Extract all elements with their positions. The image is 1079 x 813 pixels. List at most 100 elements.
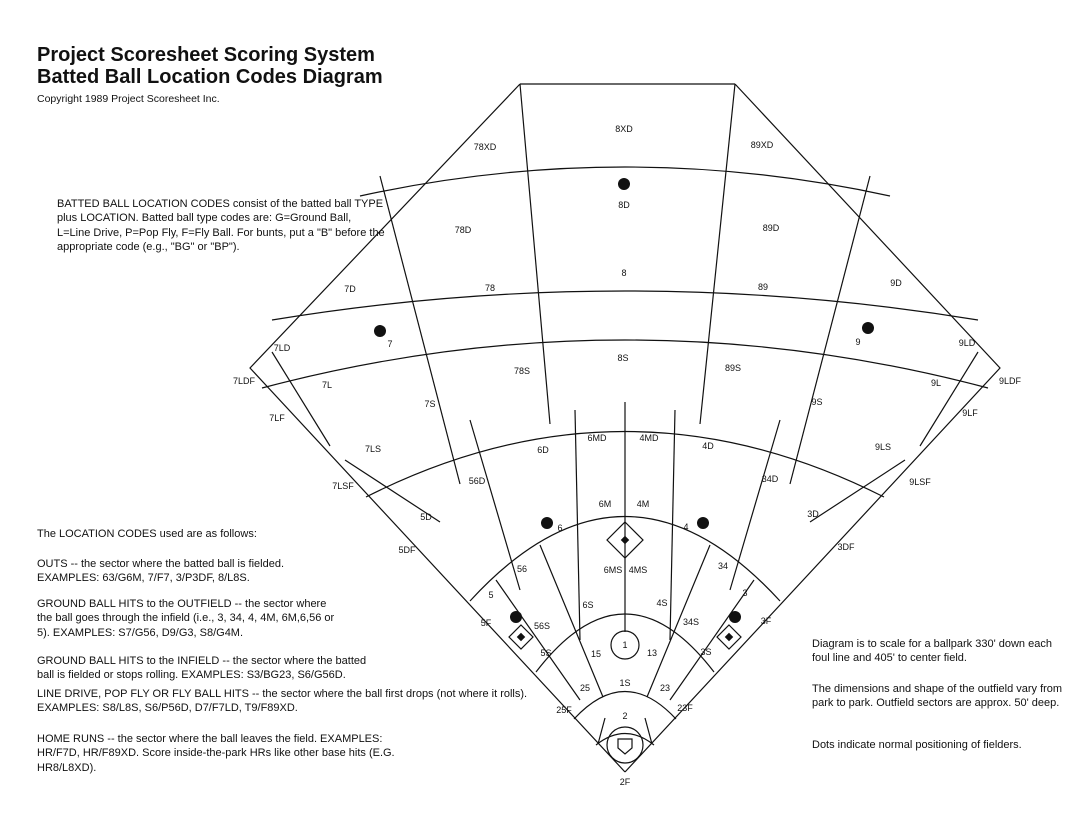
- zone-label: 6: [557, 523, 562, 533]
- div-5-56: [495, 579, 581, 701]
- zone-label: 5: [488, 590, 493, 600]
- arc-shallow: [261, 339, 989, 389]
- arc-catcher-area: [595, 733, 655, 746]
- div-3D-9LS: [809, 459, 906, 523]
- zone-label: 7LSF: [332, 481, 354, 491]
- zone-label: 6D: [537, 445, 549, 455]
- zone-label: 78XD: [474, 142, 497, 152]
- zone-label: 7LDF: [233, 376, 256, 386]
- arc-home-area: [573, 690, 677, 720]
- legend-home-runs: HOME RUNS -- the sector where the ball l…: [37, 733, 395, 774]
- zone-label: 9D: [890, 278, 902, 288]
- zone-label: 7LF: [269, 413, 285, 423]
- zone-label: 34D: [762, 474, 779, 484]
- zone-label: 78: [485, 283, 495, 293]
- zone-label: 9: [855, 337, 860, 347]
- zone-label: 4S: [656, 598, 667, 608]
- zone-label: 6MD: [587, 433, 607, 443]
- div-15-1S: [597, 717, 606, 745]
- zone-label: 56D: [469, 476, 486, 486]
- zone-label: 5DF: [398, 545, 416, 555]
- zone-label: 56: [517, 564, 527, 574]
- second-base-marker: [620, 535, 630, 545]
- note-dimensions: The dimensions and shape of the outfield…: [812, 683, 1063, 710]
- zone-label: 4: [683, 522, 688, 532]
- zone-label: 2F: [620, 777, 631, 787]
- home-plate-circle: [606, 726, 644, 764]
- zone-label: 7D: [344, 284, 356, 294]
- legend-line-drive: LINE DRIVE, POP FLY OR FLY BALL HITS -- …: [37, 688, 528, 715]
- zone-label: 9S: [811, 397, 822, 407]
- zone-label: 5F: [481, 618, 492, 628]
- fielder-dot-cf: [618, 178, 630, 190]
- pitchers-mound: [610, 630, 640, 660]
- intro-text: BATTED BALL LOCATION CODES consist of th…: [57, 198, 385, 254]
- zone-label: 25: [580, 683, 590, 693]
- zone-label: 4MD: [639, 433, 659, 443]
- div-4D-34D: [729, 419, 781, 591]
- zone-label: 7LS: [365, 444, 381, 454]
- arc-deep: [359, 166, 891, 197]
- zone-label: 1S: [619, 678, 630, 688]
- fielder-dot-ss: [541, 517, 553, 529]
- div-89-9b: [789, 175, 871, 485]
- zone-label: 7S: [424, 399, 435, 409]
- legend-outs: OUTS -- the sector where the batted ball…: [37, 558, 285, 585]
- third-base-marker: [516, 632, 526, 642]
- fielder-dot-rf: [862, 322, 874, 334]
- div-89-9: [699, 83, 736, 425]
- third-base-diamond: [508, 624, 534, 650]
- copyright-notice: Copyright 1989 Project Scoresheet Inc.: [37, 93, 220, 105]
- zone-label: 9LS: [875, 442, 891, 452]
- div-5D-7LS: [344, 459, 441, 523]
- div-6D-56D: [469, 419, 521, 591]
- fielder-dot-lf: [374, 325, 386, 337]
- note-scale: Diagram is to scale for a ballpark 330' …: [812, 638, 1052, 665]
- fielder-dot-3b: [510, 611, 522, 623]
- zone-label: 9LD: [959, 338, 976, 348]
- zone-label: 3D: [807, 509, 819, 519]
- second-base-diamond: [606, 521, 644, 559]
- div-4-4M: [669, 409, 676, 641]
- zone-label: 15: [591, 649, 601, 659]
- zone-label: 4D: [702, 441, 714, 451]
- zone-label: 7: [387, 339, 392, 349]
- zone-label: 89S: [725, 363, 741, 373]
- arc-normal: [271, 290, 979, 321]
- div-3-34: [669, 579, 755, 701]
- left-foul-line: [249, 83, 626, 773]
- div-34-4: [646, 544, 711, 698]
- fielder-dot-1b: [729, 611, 741, 623]
- legend-ground-outfield: GROUND BALL HITS to the OUTFIELD -- the …: [37, 598, 335, 639]
- div-78-7: [379, 175, 461, 485]
- zone-label: 23F: [677, 703, 693, 713]
- zone-label: 78S: [514, 366, 530, 376]
- first-base-marker: [724, 632, 734, 642]
- first-base-diamond: [716, 624, 742, 650]
- div-7-78: [519, 83, 551, 425]
- zone-label: 3F: [761, 616, 772, 626]
- zone-label: 4M: [637, 499, 650, 509]
- zone-label: 3DF: [837, 542, 855, 552]
- zone-label: 5D: [420, 512, 432, 522]
- zone-label: 78D: [455, 225, 472, 235]
- right-foul-line: [624, 83, 1001, 773]
- div-9-9L: [919, 351, 979, 447]
- legend-ground-infield: GROUND BALL HITS to the INFIELD -- the s…: [37, 655, 367, 682]
- div-6-6M: [574, 409, 581, 641]
- zone-label: 8: [621, 268, 626, 278]
- div-56-6: [539, 544, 604, 698]
- zone-label: 56S: [534, 621, 550, 631]
- div-13-1S: [644, 717, 653, 745]
- fielder-dot-2b: [697, 517, 709, 529]
- zone-label: 34: [718, 561, 728, 571]
- zone-label: 9LF: [962, 408, 978, 418]
- zone-label: 89XD: [751, 140, 774, 150]
- zone-label: 89D: [763, 223, 780, 233]
- zone-label: 7L: [322, 380, 332, 390]
- zone-label: 3: [742, 588, 747, 598]
- zone-label: 9L: [931, 378, 941, 388]
- page-subtitle: Batted Ball Location Codes Diagram: [37, 66, 383, 88]
- zone-label: 3S: [700, 647, 711, 657]
